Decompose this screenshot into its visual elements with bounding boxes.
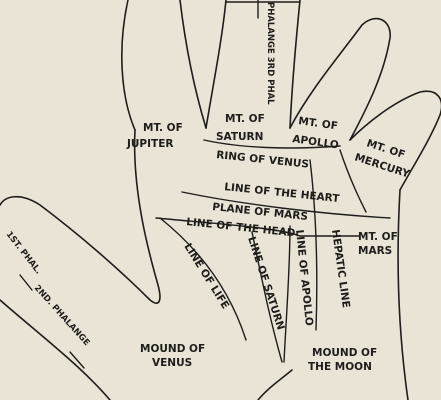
mercury-line (339, 149, 367, 213)
ring-finger-outline (289, 17, 391, 141)
palm-lines (155, 139, 391, 363)
label-mound-moon-2: THE MOON (308, 361, 372, 373)
thumb-joint-mark-2 (69, 351, 85, 369)
wrist-line (257, 369, 293, 400)
label-mount-apollo-1: MT. OF (298, 115, 339, 132)
palm-right-edge (397, 189, 409, 400)
hepatic-line (309, 159, 318, 331)
little-finger-outline (349, 90, 441, 191)
label-mount-jupiter-1: MT. OF (143, 122, 183, 134)
middle-finger-left-edge (205, 0, 227, 129)
label-mount-jupiter-2: JUPITER (126, 138, 173, 150)
apollo-line (283, 225, 291, 363)
label-mount-saturn-1: MT. OF (225, 113, 265, 125)
label-phalange-3rd: PHALANGE 3RD PHAL (265, 2, 275, 105)
label-mound-moon-1: MOUND OF (312, 347, 377, 359)
thumb-joint-mark-1 (19, 274, 33, 291)
label-mount-mars-2: MARS (358, 245, 392, 257)
label-mount-saturn-2: SATURN (216, 131, 263, 143)
index-finger-left-edge (121, 0, 136, 131)
head-line (155, 217, 301, 237)
label-mount-mars-1: MT. OF (358, 231, 398, 243)
heart-line (181, 191, 391, 219)
ring-of-venus-line (203, 139, 341, 149)
label-mound-venus-1: MOUND OF (140, 343, 205, 355)
index-finger-right-edge (179, 0, 207, 129)
saturn-line (251, 231, 283, 363)
life-line (159, 217, 247, 341)
middle-finger-right-edge (289, 0, 301, 129)
palm-left-edge (0, 129, 161, 304)
label-mound-venus-2: VENUS (152, 357, 192, 369)
thumb-outer-edge (0, 299, 111, 400)
